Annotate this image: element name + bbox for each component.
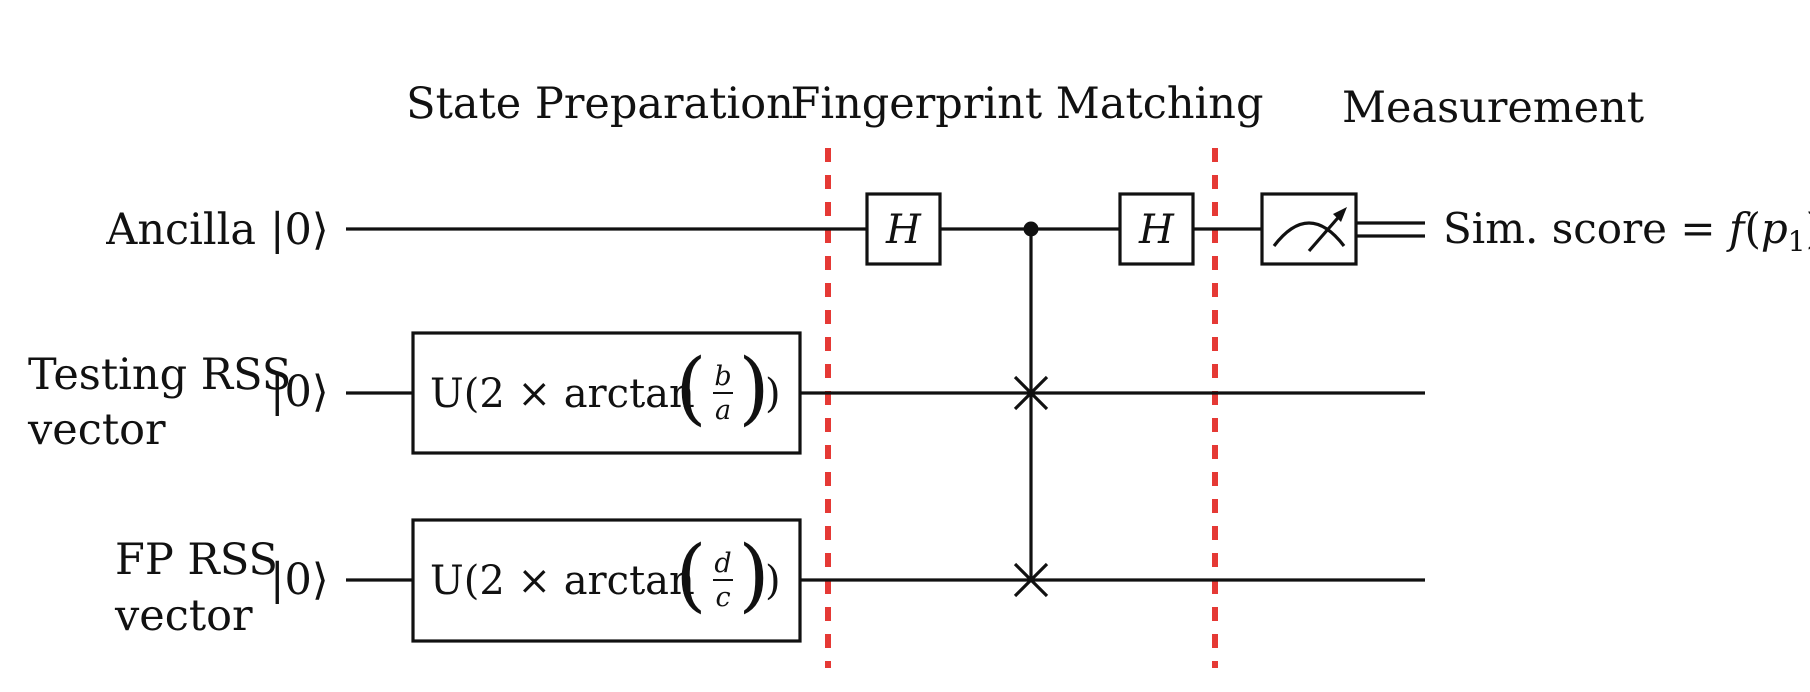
hadamard-gate-2-label: H xyxy=(1138,207,1175,253)
qubit-label-fp-line2: vector xyxy=(114,591,253,641)
qubit-label-testing-line2: vector xyxy=(27,405,166,455)
similarity-score-arg: p xyxy=(1761,204,1788,253)
hadamard-gate-1-label: H xyxy=(885,207,922,253)
meter-icon xyxy=(1260,192,1358,266)
ket-zero-testing: |0⟩ xyxy=(270,367,329,417)
u-gate-fp: U(2 × arctan ( d c ) ) xyxy=(411,518,802,643)
swap-cross-icon xyxy=(1013,375,1049,411)
u-gate-testing-right-paren: ) xyxy=(738,341,769,434)
section-title-fingerprint-matching: Fingerprint Matching xyxy=(791,79,1264,129)
hadamard-gate-2: H xyxy=(1118,192,1195,266)
u-gate-testing: U(2 × arctan ( b a ) ) xyxy=(411,331,802,455)
u-gate-testing-prefix: U(2 × arctan xyxy=(430,371,695,417)
section-title-measurement: Measurement xyxy=(1342,83,1644,133)
u-gate-testing-suffix: ) xyxy=(765,371,781,417)
u-gate-fp-right-paren: ) xyxy=(738,528,769,621)
ket-zero-ancilla: |0⟩ xyxy=(270,205,329,255)
u-gate-fp-denominator: c xyxy=(715,582,730,613)
qubit-label-fp-line1: FP RSS xyxy=(115,535,278,585)
ket-zero-fp: |0⟩ xyxy=(270,555,329,605)
u-gate-fp-left-paren: ( xyxy=(675,528,706,621)
u-gate-testing-numerator: b xyxy=(714,361,731,392)
classical-output-wire xyxy=(1356,221,1425,238)
qubit-label-ancilla: Ancilla xyxy=(105,205,256,255)
similarity-score-label: Sim. score = f(p1) xyxy=(1443,204,1810,258)
similarity-score-subscript: 1 xyxy=(1788,225,1806,258)
u-gate-testing-left-paren: ( xyxy=(675,341,706,434)
swap-cross-icon xyxy=(1013,562,1049,598)
u-gate-testing-denominator: a xyxy=(715,395,731,426)
u-gate-fp-numerator: d xyxy=(714,548,731,579)
control-dot-icon xyxy=(1023,221,1039,237)
qubit-label-testing-line1: Testing RSS xyxy=(28,350,291,400)
u-gate-fp-prefix: U(2 × arctan xyxy=(430,558,695,604)
section-title-state-preparation: State Preparation xyxy=(406,79,794,129)
hadamard-gate-1: H xyxy=(865,192,942,266)
u-gate-fp-suffix: ) xyxy=(765,558,781,604)
similarity-score-text: Sim. score = xyxy=(1443,204,1729,253)
